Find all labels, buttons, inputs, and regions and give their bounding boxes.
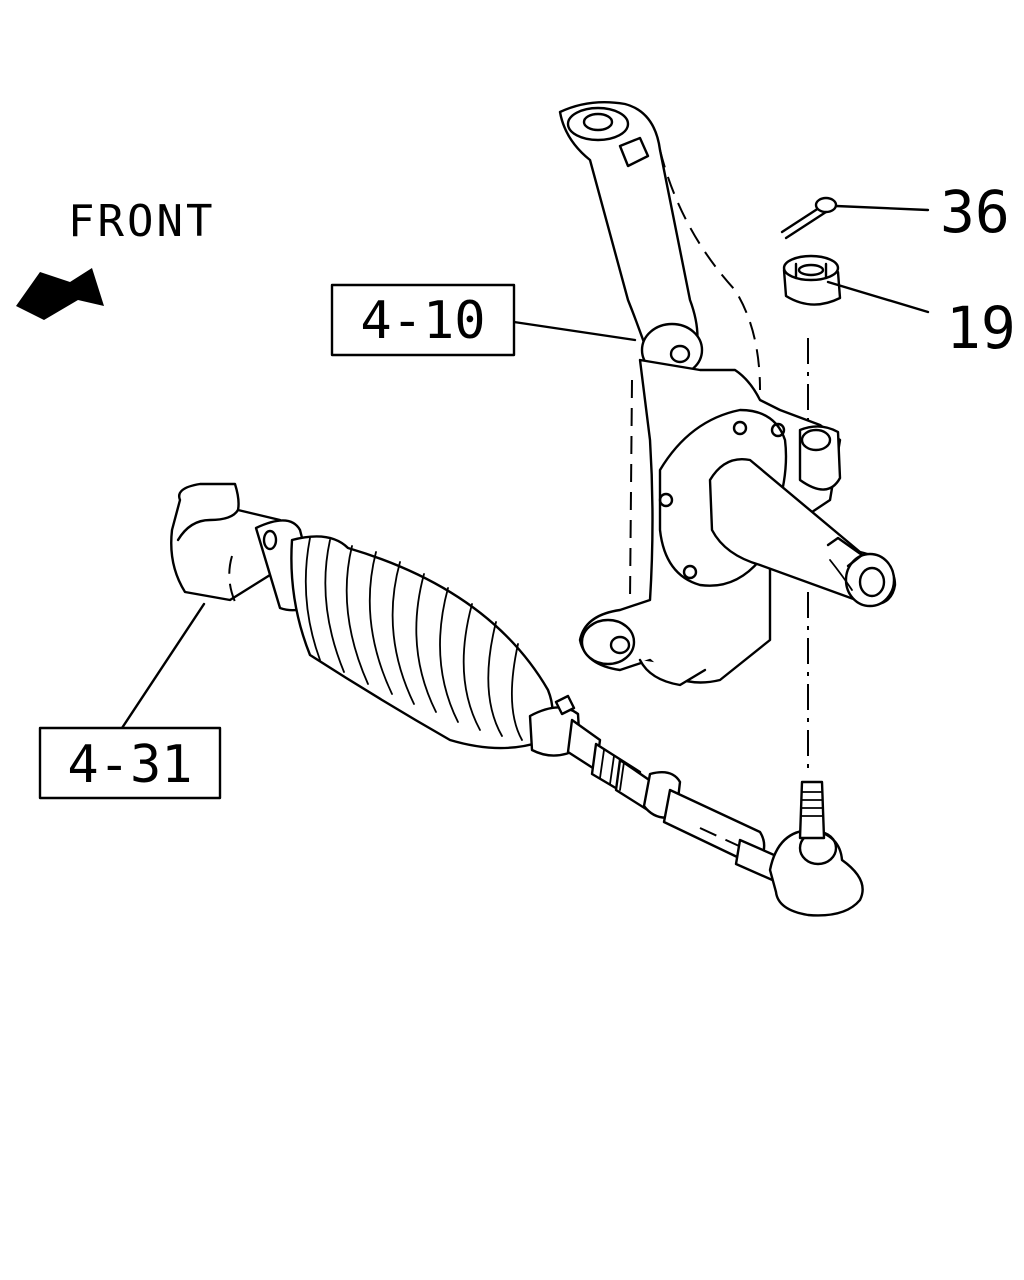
steering-gear — [170, 482, 864, 917]
callout-4-10: 4-10 — [360, 291, 485, 351]
front-label: FRONT — [68, 196, 215, 247]
callout-4-31: 4-31 — [67, 735, 192, 795]
castle-nut — [782, 254, 842, 306]
leader-19 — [826, 280, 930, 314]
steering-knuckle — [558, 101, 897, 687]
callout-box-4-10 — [330, 283, 516, 357]
leader-4-31 — [120, 602, 206, 730]
callout-36: 36 — [940, 178, 1010, 246]
rack-boot — [290, 535, 554, 750]
front-arrow-icon — [16, 268, 104, 320]
callout-19: 19 — [946, 294, 1016, 362]
callout-box-4-31 — [38, 726, 222, 800]
cotter-pin — [780, 196, 838, 240]
leader-36 — [834, 204, 930, 212]
leader-4-10 — [512, 320, 637, 342]
